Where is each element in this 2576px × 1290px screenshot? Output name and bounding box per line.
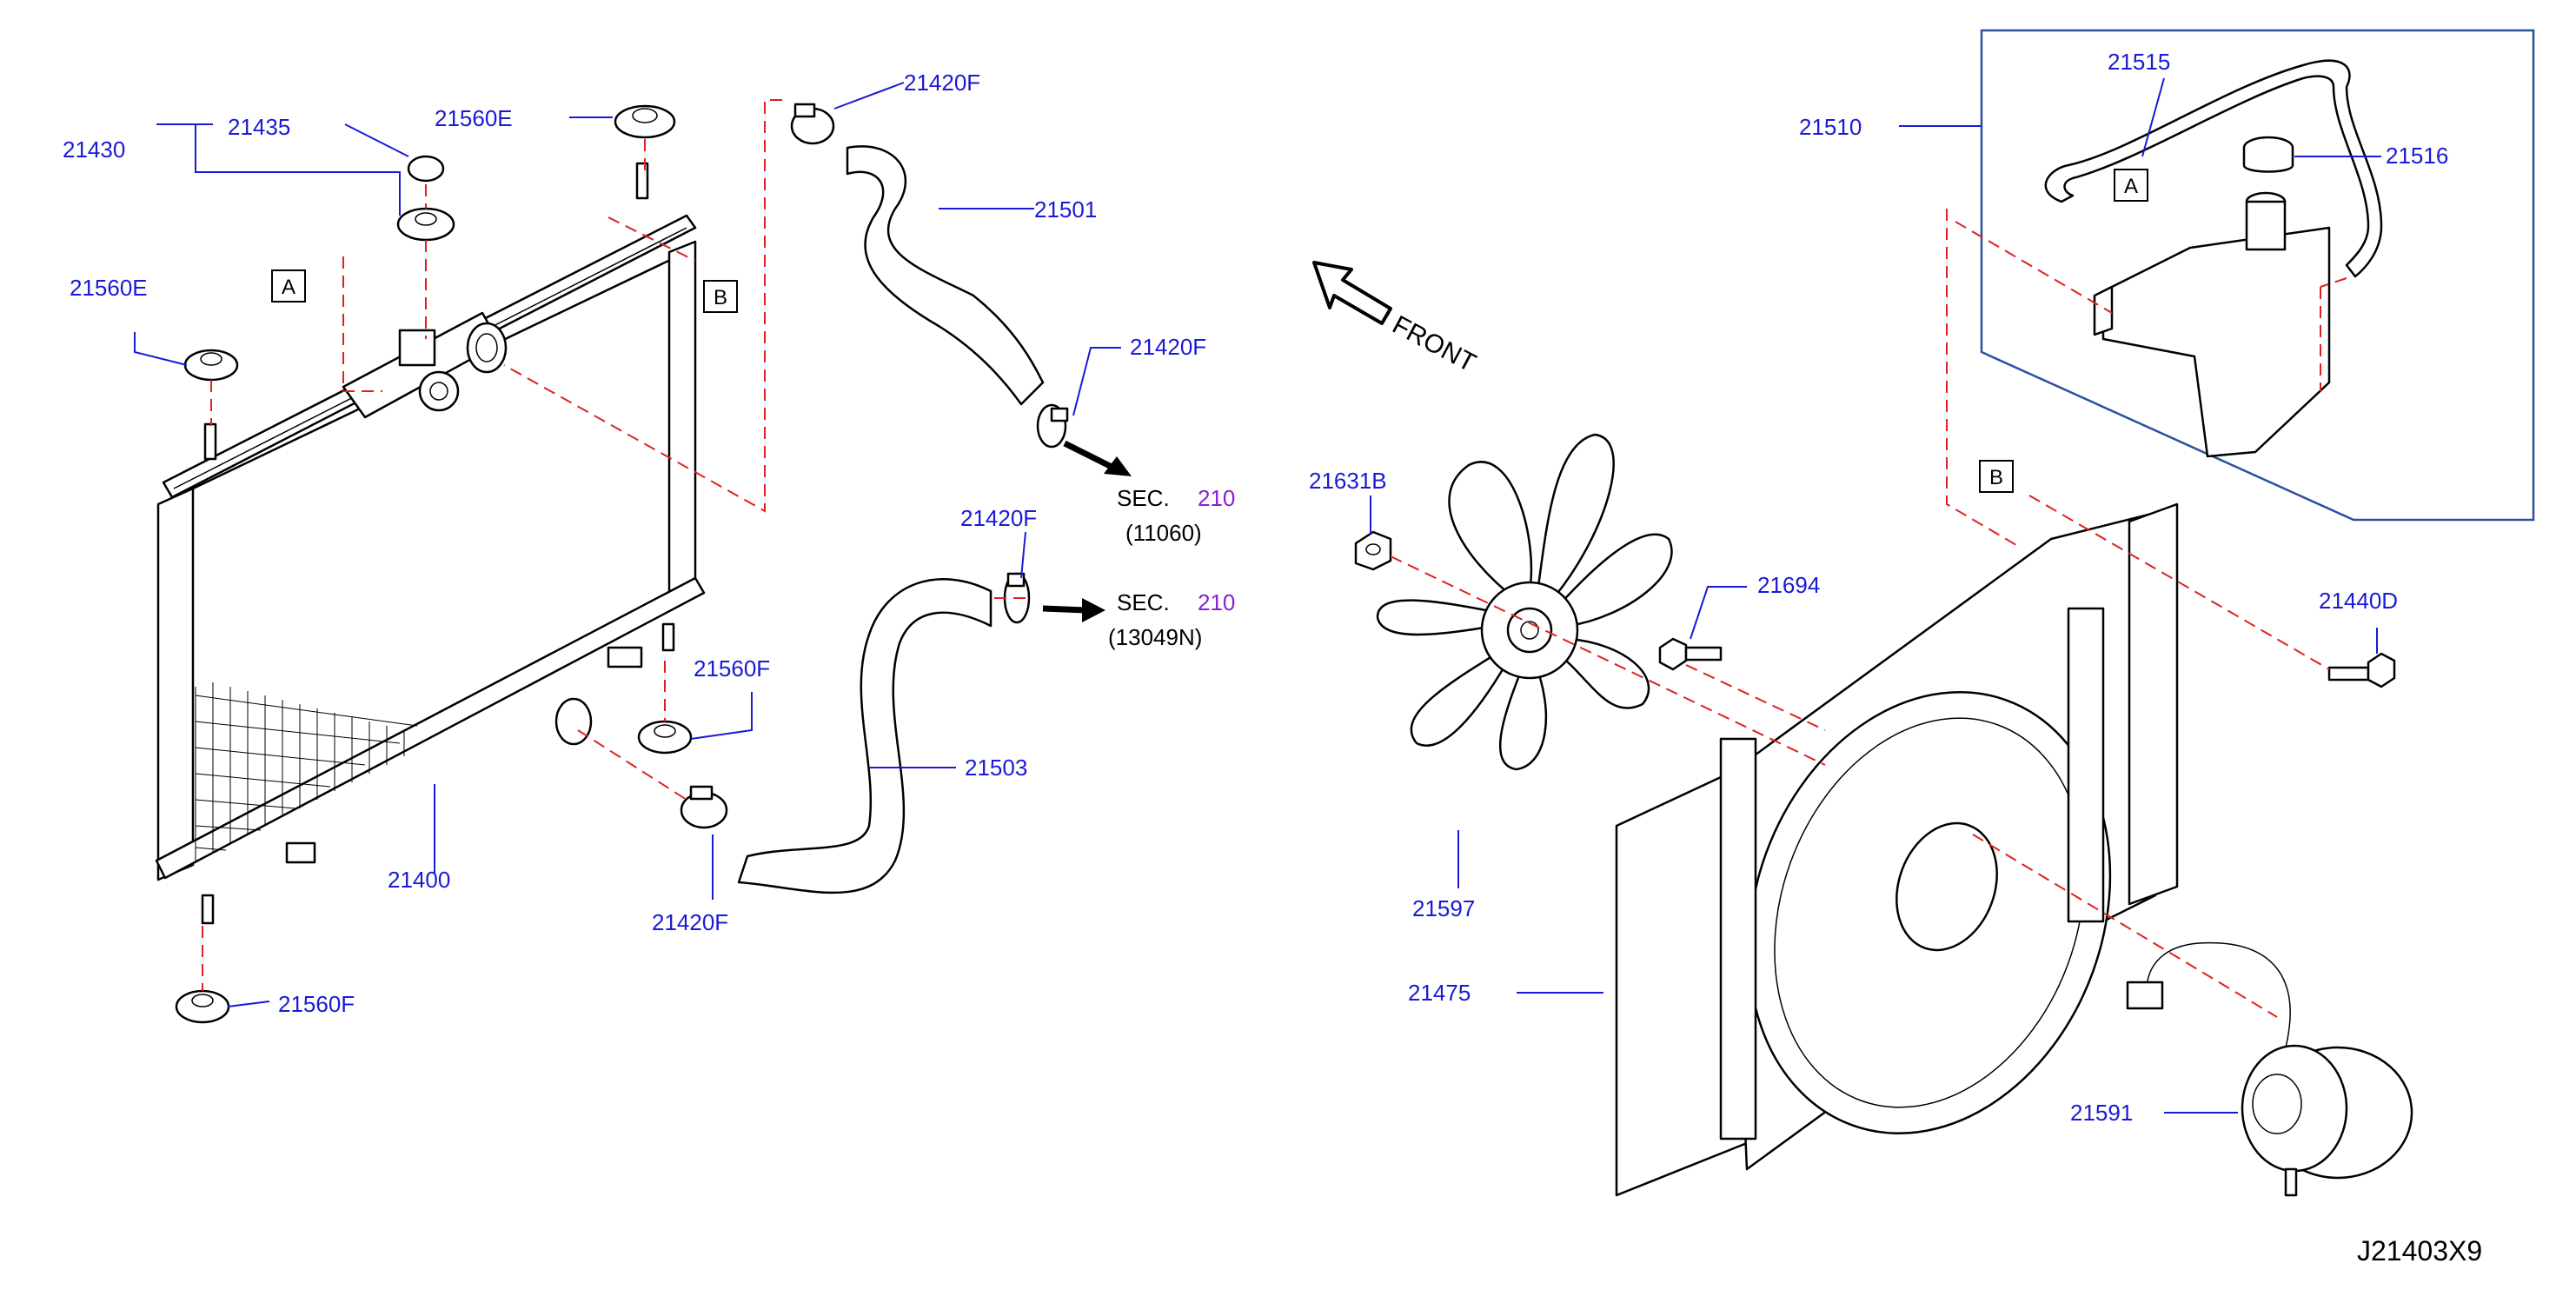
mount-bushing-middle [637, 720, 693, 755]
part-label-21515: 21515 [2108, 49, 2170, 75]
part-label-21430: 21430 [63, 136, 125, 163]
part-label-21694: 21694 [1757, 572, 1820, 598]
part-label-21591: 21591 [2070, 1100, 2133, 1126]
part-label-21560F-bottom: 21560F [278, 991, 355, 1017]
fan-nut [1354, 530, 1392, 571]
reservoir-hose [2044, 59, 2383, 278]
hose-clamp-2 [1036, 403, 1069, 449]
part-label-21597: 21597 [1412, 895, 1475, 921]
section-code-lower: (13049N) [1108, 624, 1202, 650]
mount-bushing-left [183, 349, 239, 382]
reservoir-cap [2242, 136, 2294, 173]
ref-box-a-left: A [271, 269, 306, 303]
part-label-21420F-1: 21420F [904, 70, 980, 96]
cap-seal-disc [407, 155, 445, 183]
diagram-code: J21403X9 [2357, 1235, 2482, 1267]
part-label-21400: 21400 [388, 867, 450, 893]
alignment-lines [202, 99, 2347, 1018]
section-prefix-lower: SEC. [1117, 589, 1170, 615]
part-label-21560E-top: 21560E [435, 105, 513, 131]
part-label-21435: 21435 [228, 114, 290, 140]
radiator-assembly [155, 162, 706, 925]
ref-label-a-right: A [2124, 175, 2138, 198]
part-label-21501: 21501 [1034, 196, 1097, 223]
mount-bushing-top [614, 104, 676, 139]
fan-shroud [1615, 502, 2179, 1197]
part-label-21516: 21516 [2386, 143, 2448, 169]
shroud-bolt [2327, 652, 2396, 688]
leader-lines [134, 77, 2381, 1114]
part-label-21510: 21510 [1799, 114, 1862, 140]
part-label-21420F-3: 21420F [960, 505, 1037, 531]
section-arrow-upper [1063, 440, 1132, 476]
ref-label-b-left: B [714, 286, 727, 309]
part-label-21420F-4: 21420F [652, 909, 728, 935]
radiator-fins [195, 682, 418, 861]
ref-label-a-left: A [282, 276, 295, 299]
radiator-cap [396, 207, 455, 242]
reservoir-callout-box [1980, 29, 2535, 522]
lower-radiator-hose [737, 578, 993, 894]
section-number-upper: 210 [1198, 485, 1235, 511]
ref-box-a-right: A [2114, 169, 2148, 202]
upper-radiator-hose [846, 145, 1045, 406]
fan-motor [2126, 941, 2413, 1197]
part-label-21503: 21503 [965, 755, 1027, 781]
front-label: FRONT [1388, 310, 1481, 378]
part-label-21440D: 21440D [2319, 588, 2398, 614]
mount-bushing-bottom [175, 989, 230, 1024]
front-direction-arrow [1312, 261, 1392, 325]
hose-clamp-4 [680, 785, 728, 829]
ref-label-b-right: B [1989, 466, 2003, 489]
section-arrow-lower [1042, 598, 1105, 622]
part-label-21560E-left: 21560E [70, 275, 148, 301]
fan-mount-bolt [1658, 637, 1723, 671]
ref-box-b-right: B [1979, 460, 2014, 493]
section-number-lower: 210 [1198, 589, 1235, 615]
section-ref-lower: SEC. 210 (13049N) [1108, 589, 1235, 650]
part-label-21475: 21475 [1408, 980, 1471, 1006]
part-label-21631B: 21631B [1309, 468, 1387, 494]
ref-box-b-left: B [703, 280, 738, 313]
cooling-fan-blade [1376, 433, 1673, 771]
part-label-21420F-2: 21420F [1130, 334, 1206, 360]
hose-clamp-1 [790, 103, 835, 145]
section-code-upper: (11060) [1125, 520, 1202, 546]
reservoir-tank [2093, 191, 2331, 458]
part-label-21560F-mid: 21560F [694, 655, 770, 682]
section-ref-upper: SEC. 210 (11060) [1117, 485, 1235, 546]
section-prefix-upper: SEC. [1117, 485, 1170, 511]
